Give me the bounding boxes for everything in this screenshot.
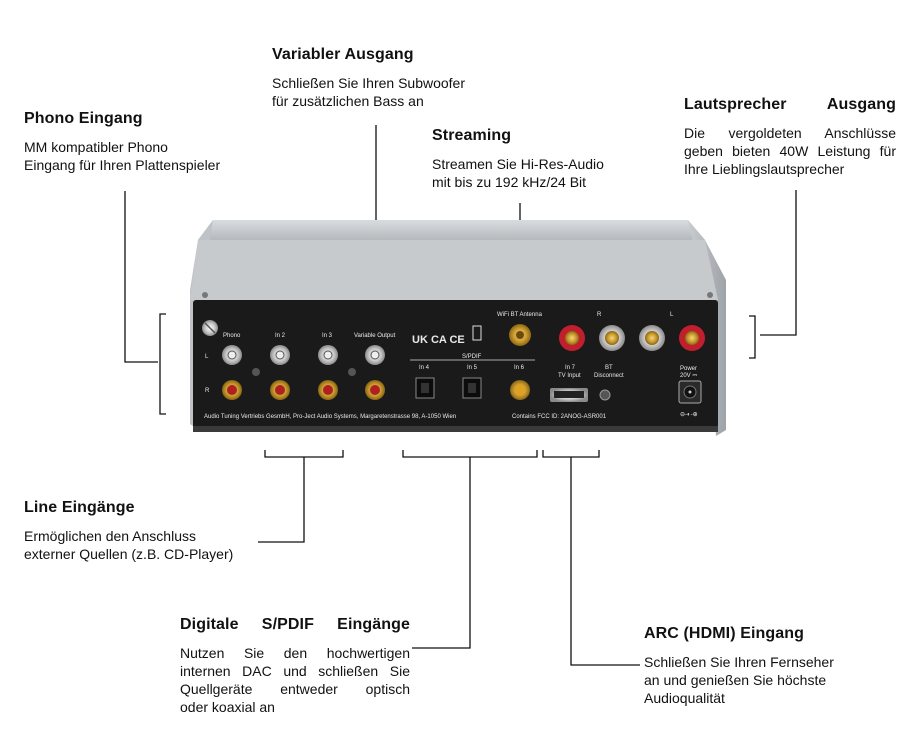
callout-phono: Phono Eingang MM kompatibler Phono Einga…	[24, 110, 220, 174]
callout-streaming-line-2: mit bis zu 192 kHz/24 Bit	[432, 174, 587, 190]
callout-arc-line-1: Schließen Sie Ihren Fernseher	[644, 654, 834, 670]
bt-disconnect-button	[599, 389, 611, 401]
label-left: L	[205, 354, 209, 360]
line-leader	[258, 457, 305, 543]
callout-streaming: Streaming Streamen Sie Hi-Res-Audio mit …	[432, 127, 604, 191]
callout-variable: Variabler Ausgang Schließen Sie Ihren Su…	[272, 46, 465, 110]
label-address: Audio Tuning Vertriebs GesmbH, Pro-Ject …	[204, 414, 456, 420]
callout-speaker-line-1: Die vergoldeten Anschlüsse	[684, 125, 896, 141]
callout-phono-line-1: MM kompatibler Phono	[24, 139, 168, 155]
label-in3: In 3	[322, 333, 333, 339]
callout-phono-title: Phono Eingang	[24, 110, 143, 127]
callout-arc-line-3: Audioqualität	[644, 690, 725, 706]
callout-arc-line-2: an und genießen Sie höchste	[644, 672, 827, 688]
label-in7: In 7	[565, 365, 576, 371]
callout-variable-line-1: Schließen Sie Ihren Subwoofer	[272, 75, 465, 91]
label-tv-input: TV Input	[558, 373, 581, 379]
rca-white-row	[222, 345, 385, 365]
callout-line-line-1: Ermöglichen den Anschluss	[24, 528, 196, 544]
label-power: Power	[680, 366, 697, 372]
label-speaker-l: L	[670, 312, 674, 318]
phono-bracket	[159, 313, 166, 415]
speaker-bracket	[749, 315, 756, 359]
chassis-upper-panel	[190, 240, 718, 300]
rca-red-row	[222, 380, 385, 400]
label-in4: In 4	[419, 365, 430, 371]
callout-spdif-title: Digitale S/PDIF Eingänge	[180, 616, 410, 633]
callout-arc: ARC (HDMI) Eingang Schließen Sie Ihren F…	[644, 625, 834, 707]
speaker-terminals	[559, 325, 705, 351]
label-certifications: UK CA CE	[412, 334, 465, 346]
callout-streaming-title: Streaming	[432, 127, 512, 144]
chassis-top	[198, 220, 705, 240]
callout-spdif: Digitale S/PDIF Eingänge Nutzen Sie den …	[180, 616, 410, 716]
label-in6: In 6	[514, 365, 525, 371]
callout-speaker-line-2: geben bieten 40W Leistung für	[684, 143, 896, 159]
label-spdif: S/PDIF	[462, 354, 482, 360]
label-speaker-r: R	[597, 312, 602, 318]
label-disconnect: Disconnect	[594, 373, 624, 379]
spdif-leader	[412, 457, 471, 649]
phono-leader	[124, 191, 158, 363]
callout-speaker-line-3: Ihre Lieblingslautsprecher	[684, 161, 845, 177]
label-antenna: WiFi BT Antenna	[497, 312, 543, 318]
label-variable-output: Variable Output	[354, 333, 396, 339]
callout-spdif-line-4: oder koaxial an	[180, 699, 275, 715]
callout-variable-line-2: für zusätzlichen Bass an	[272, 93, 424, 109]
speaker-leader	[760, 190, 797, 336]
label-fcc: Contains FCC ID: 2ANOG-ASR001	[512, 414, 607, 420]
callout-line-line-2: externer Quellen (z.B. CD-Player)	[24, 546, 234, 562]
callout-phono-line-2: Eingang für Ihren Plattenspieler	[24, 157, 221, 173]
callout-streaming-line-1: Streamen Sie Hi-Res-Audio	[432, 156, 604, 172]
rear-panel	[193, 300, 718, 428]
callout-spdif-line-1: Nutzen Sie den hochwertigen	[180, 645, 410, 661]
callout-variable-title: Variabler Ausgang	[272, 46, 414, 63]
callout-arc-title: ARC (HDMI) Eingang	[644, 625, 805, 642]
label-phono: Phono	[223, 333, 241, 339]
label-bt: BT	[605, 365, 613, 371]
callout-spdif-line-3: Quellgeräte entweder optisch	[180, 681, 410, 697]
label-power-spec: 20V ⎓	[680, 373, 697, 379]
arc-leader	[570, 457, 640, 666]
label-in2: In 2	[275, 333, 286, 339]
callout-speaker: Lautsprecher Ausgang Die vergoldeten Ans…	[684, 96, 896, 178]
power-polarity: ⊖-◐-⊕	[680, 412, 698, 418]
callout-line-title: Line Eingänge	[24, 499, 135, 516]
label-right: R	[205, 388, 210, 394]
label-in5: In 5	[467, 365, 478, 371]
callout-spdif-line-2: internen DAC und schließen Sie	[180, 663, 410, 679]
callout-speaker-title: Lautsprecher Ausgang	[684, 96, 896, 113]
callout-line: Line Eingänge Ermöglichen den Anschluss …	[24, 499, 233, 563]
